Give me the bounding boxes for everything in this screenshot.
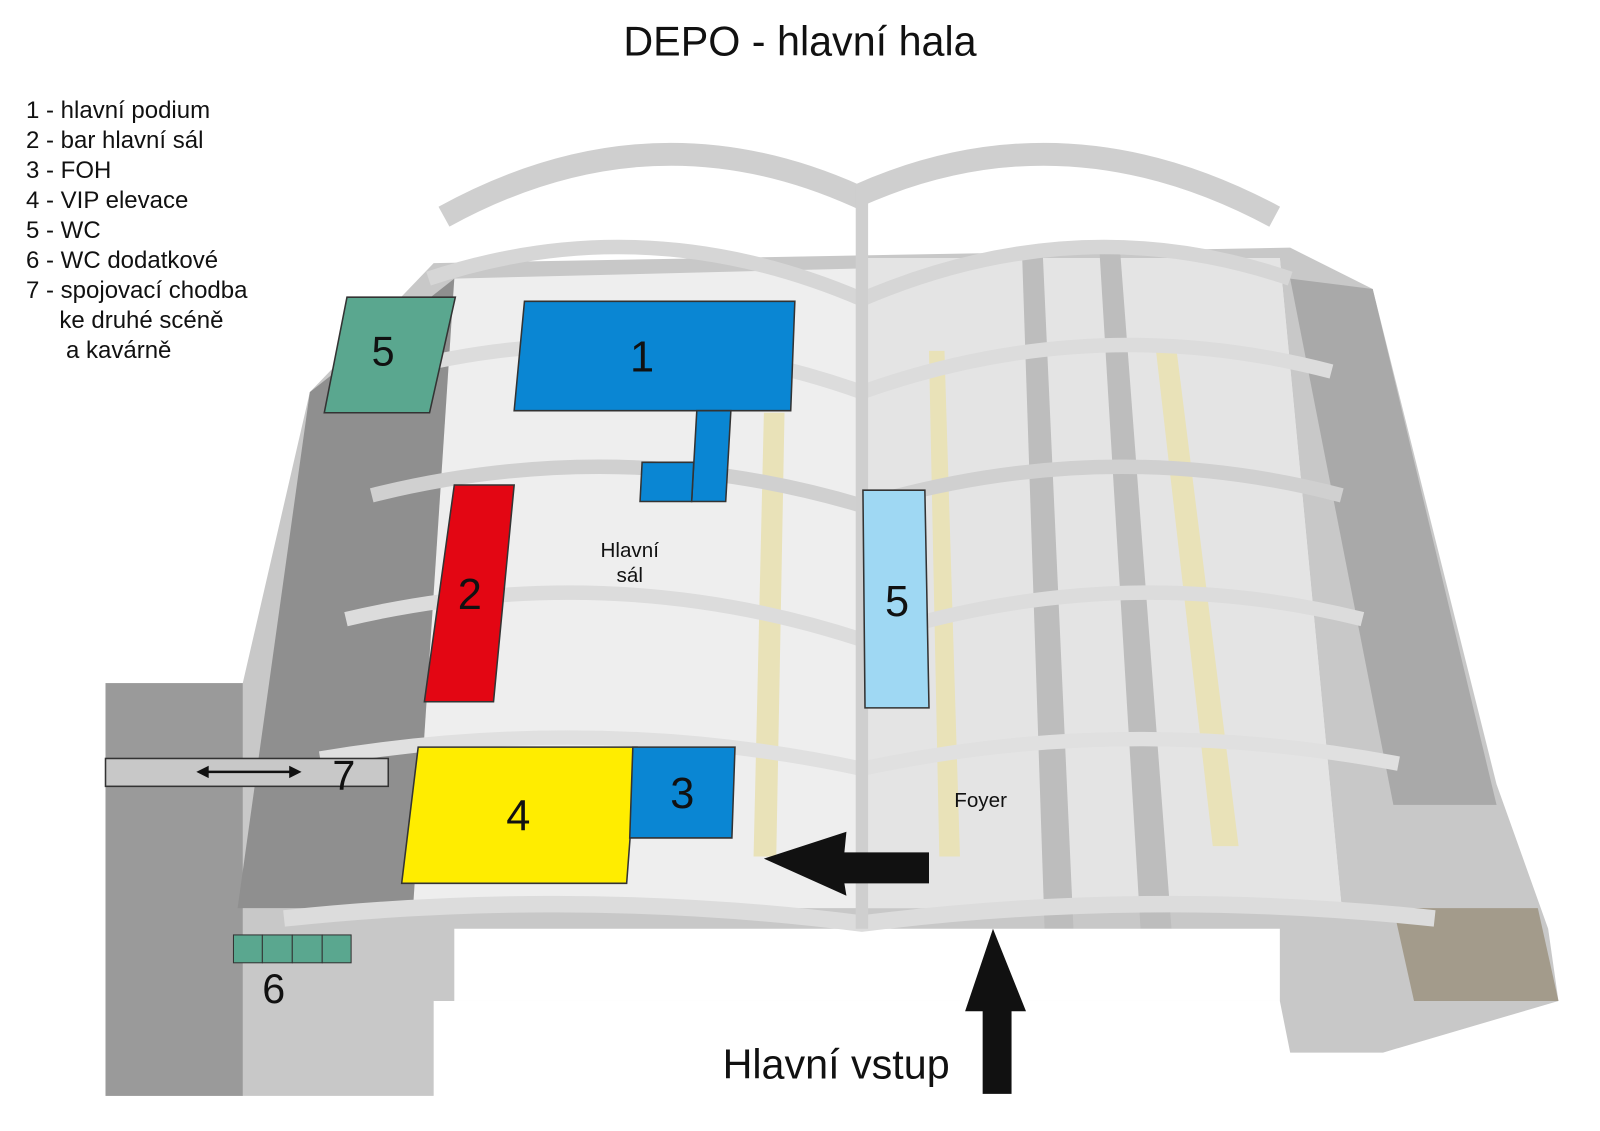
zone-6-wc-extra[interactable]: 6 (232, 934, 352, 1012)
arrow-up-icon (965, 928, 1026, 1094)
page-title: DEPO - hlavní hala (623, 19, 976, 65)
legend-item: 1 - hlavní podium (26, 97, 211, 124)
legend-item: a kavárně (26, 337, 172, 364)
legend-item: 4 - VIP elevace (26, 187, 189, 214)
zone-2-bar[interactable]: 2 (423, 484, 516, 703)
legend-item: ke druhé scéně (26, 307, 224, 334)
zone-label: 7 (332, 752, 355, 798)
legend: 1 - hlavní podium 2 - bar hlavní sál 3 -… (26, 96, 247, 366)
zone-label: 5 (885, 578, 909, 626)
zone-7-corridor[interactable]: 7 (104, 752, 390, 798)
legend-item: 7 - spojovací chodba (26, 277, 248, 304)
legend-item: 5 - WC (26, 217, 101, 244)
legend-item: 6 - WC dodatkové (26, 247, 219, 274)
zone-label: 5 (372, 328, 395, 374)
zone-label: 1 (630, 333, 654, 381)
foyer-label: Foyer (954, 789, 1007, 812)
legend-item: 2 - bar hlavní sál (26, 127, 204, 154)
zone-4-vip[interactable]: 4 (400, 746, 638, 885)
zone-5-wc-right[interactable]: 5 (862, 489, 930, 709)
zone-1-podium[interactable]: 1 (513, 300, 796, 503)
zone-3-foh[interactable]: 3 (628, 746, 736, 839)
zone-5-wc-left[interactable]: 5 (323, 296, 457, 414)
legend-item: 3 - FOH (26, 157, 112, 184)
entrance-label: Hlavní vstup (723, 1041, 950, 1087)
zone-label: 6 (262, 966, 285, 1012)
zone-label: 4 (506, 793, 530, 841)
main-hall-label-2: sál (617, 564, 643, 587)
zone-label: 3 (670, 770, 694, 818)
arrow-left-icon (763, 831, 929, 896)
main-hall-label: Hlavní (600, 539, 659, 562)
zone-label: 2 (458, 571, 482, 619)
